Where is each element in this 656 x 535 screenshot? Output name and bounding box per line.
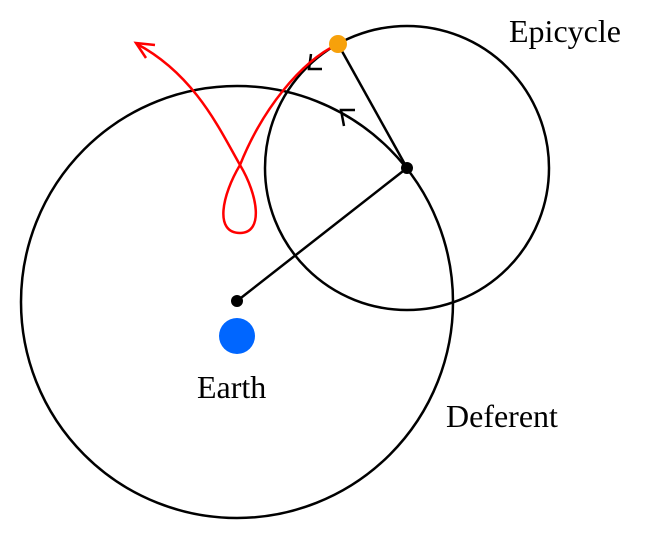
- retrograde-path: [136, 42, 339, 235]
- deferent-direction-arrow-icon: [339, 108, 355, 127]
- deferent-label: Deferent: [446, 398, 558, 434]
- retrograde-arrowhead-icon: [133, 41, 156, 59]
- deferent-center-dot: [231, 295, 243, 307]
- epicycle-circle: [263, 24, 551, 312]
- planet-dot: [329, 35, 347, 53]
- earth-dot: [219, 318, 255, 354]
- earth-label: Earth: [197, 369, 266, 405]
- epicycle-label: Epicycle: [509, 13, 621, 49]
- epicycle-center-dot: [401, 162, 413, 174]
- epicycle-direction-arrow-icon: [307, 53, 322, 71]
- deferent-radius-line: [236, 167, 408, 302]
- epicycle-radius-line: [336, 43, 409, 169]
